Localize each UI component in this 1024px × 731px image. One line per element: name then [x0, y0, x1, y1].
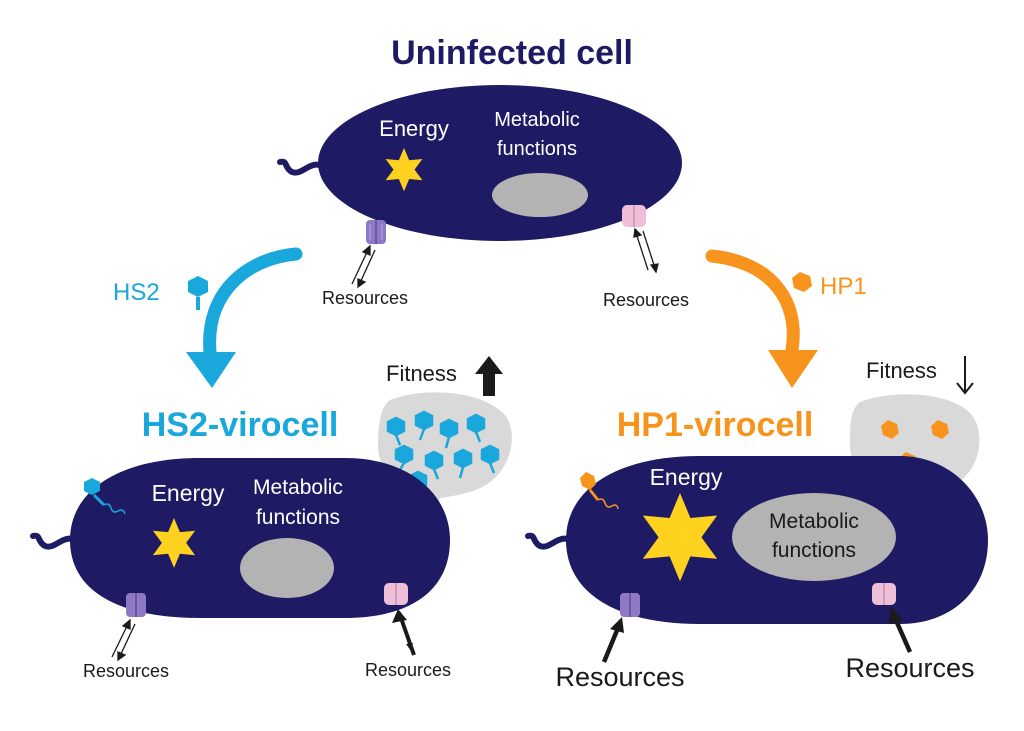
metabolic-label-1: Metabolic	[253, 476, 343, 499]
hp1-cell: Energy Metabolic functions	[525, 456, 988, 624]
metabolic-label-2: functions	[256, 506, 340, 529]
energy-star	[152, 518, 196, 568]
cell-body	[70, 458, 450, 618]
hp1-infection-arrow	[705, 249, 818, 388]
fitness-down-arrow	[956, 356, 974, 395]
uninfected-title: Uninfected cell	[391, 34, 633, 72]
energy-star	[385, 148, 423, 192]
flagellum	[277, 158, 325, 176]
hp1-virus-label: HP1	[820, 273, 867, 300]
resource-inflow-left	[601, 617, 624, 663]
hp1-fitness-label: Fitness	[866, 358, 937, 383]
hs2-infection-arrow	[186, 247, 303, 388]
fitness-up-arrow	[475, 356, 503, 396]
resources-label: Resources	[365, 660, 451, 680]
membrane-channel-purple	[366, 220, 386, 244]
resources-label: Resources	[83, 661, 169, 681]
membrane-channel-purple	[620, 593, 640, 617]
organelle	[492, 173, 588, 217]
membrane-channel-pink	[622, 205, 646, 227]
resources-label: Resources	[603, 290, 689, 310]
membrane-channel-pink	[872, 583, 896, 605]
organelle	[240, 538, 334, 598]
metabolic-label-2: functions	[497, 138, 577, 160]
metabolic-label-1: Metabolic	[769, 510, 859, 533]
cell-body	[318, 85, 682, 241]
hs2-phage-icon	[188, 276, 208, 310]
resource-flow-right	[633, 227, 659, 274]
hs2-virus-label: HS2	[113, 279, 160, 306]
resource-flow-right-strong	[392, 609, 416, 656]
resource-inflow-right	[889, 607, 913, 653]
energy-label: Energy	[650, 464, 723, 490]
hs2-fitness-label: Fitness	[386, 361, 457, 386]
energy-star	[642, 493, 718, 582]
membrane-channel-pink	[384, 583, 408, 605]
hs2-title: HS2-virocell	[142, 406, 339, 444]
resource-flow-left	[111, 618, 136, 662]
resource-flow-left	[351, 244, 376, 289]
hp1-phage-icon	[792, 272, 812, 292]
organelle	[732, 493, 896, 581]
hs2-cell: Energy Metabolic functions	[30, 458, 450, 618]
metabolic-label-1: Metabolic	[494, 109, 580, 131]
attached-phage	[84, 478, 126, 515]
attached-phage	[580, 472, 619, 510]
uninfected-cell: Energy Metabolic functions	[277, 85, 682, 244]
flagellum	[525, 532, 573, 550]
resources-label: Resources	[555, 662, 684, 692]
metabolic-label-2: functions	[772, 539, 856, 562]
energy-label: Energy	[379, 116, 449, 141]
membrane-channel-purple	[126, 593, 146, 617]
hp1-title: HP1-virocell	[617, 406, 814, 444]
energy-label: Energy	[152, 480, 225, 506]
resources-label: Resources	[845, 653, 974, 683]
resources-label: Resources	[322, 288, 408, 308]
flagellum	[30, 532, 78, 550]
